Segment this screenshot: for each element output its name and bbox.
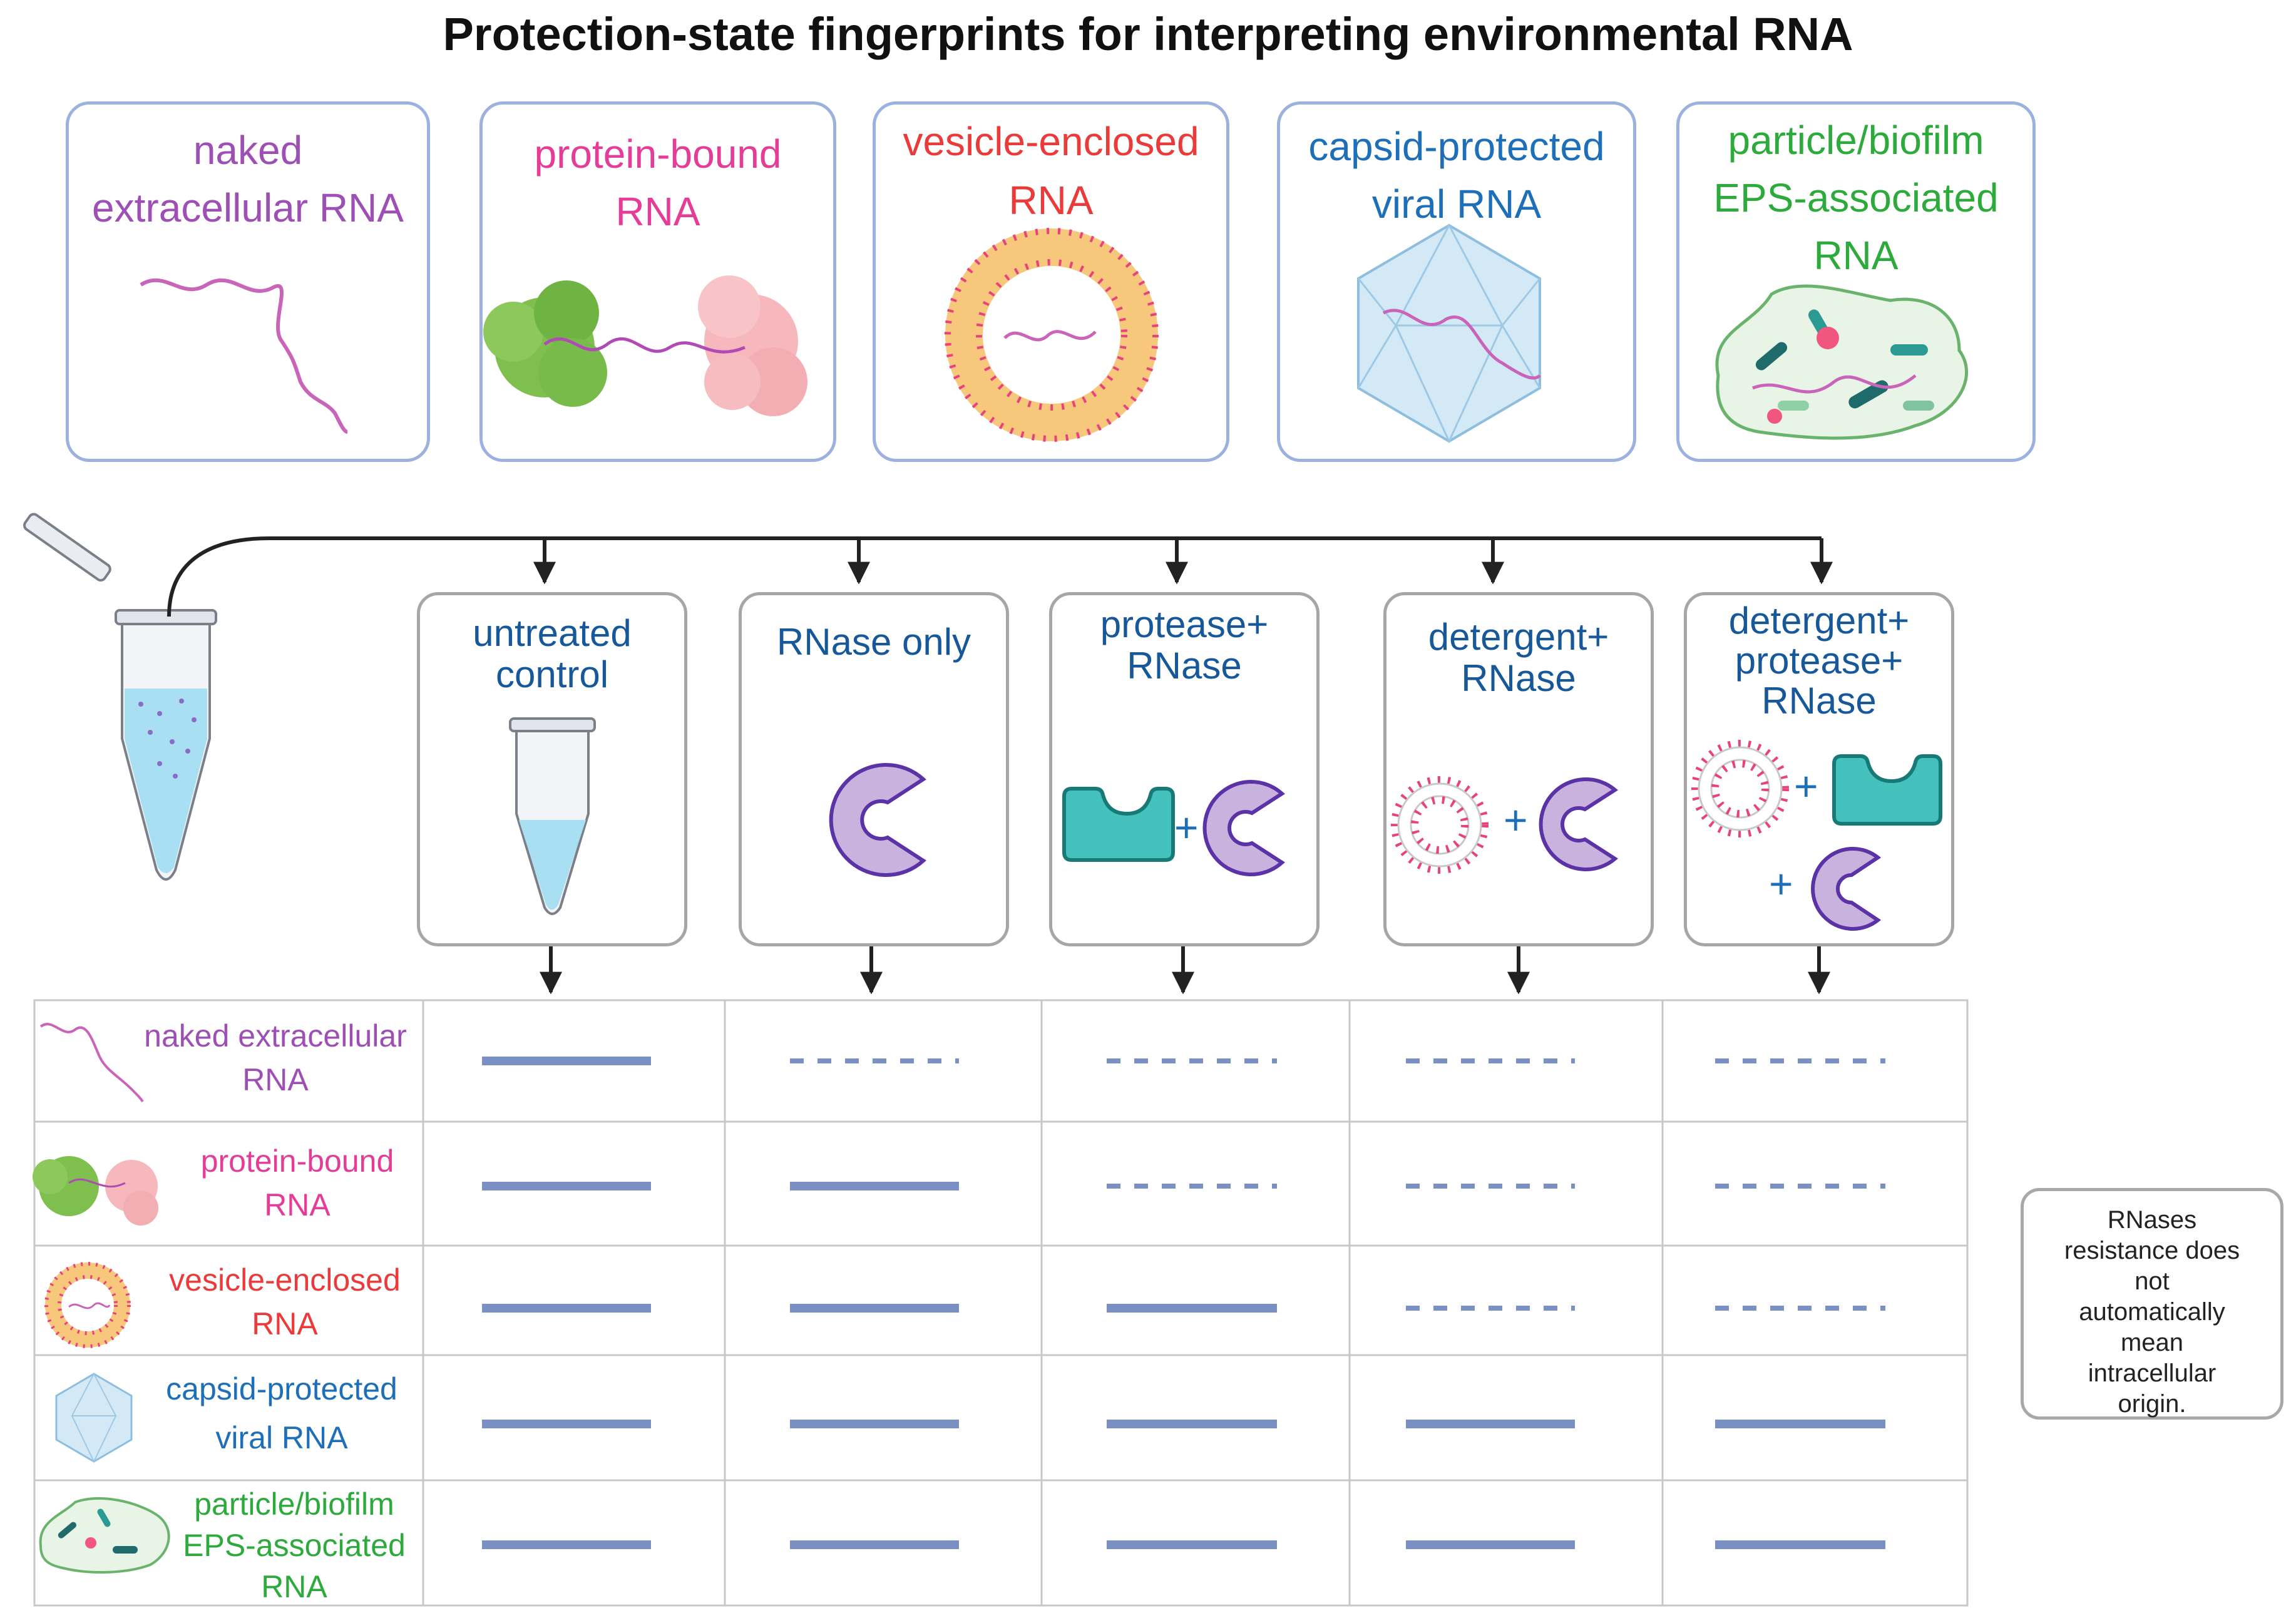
- note-box: RNases resistance does not automatically…: [2021, 1188, 2283, 1420]
- detergent-protease-rnase-icon: [1691, 740, 1942, 931]
- row-label-line2: viral RNA: [215, 1420, 348, 1455]
- row-label-line1: vesicle-enclosed: [169, 1262, 401, 1298]
- tube-icon: [509, 717, 596, 915]
- card-label-line1: capsid-protected: [1308, 124, 1605, 169]
- plus-sign: +: [1769, 861, 1793, 907]
- treatment-label-line1: detergent+: [1728, 600, 1910, 642]
- card-label-line1: protein-bound: [534, 131, 782, 177]
- row-label-line1: naked extracellular: [144, 1018, 407, 1053]
- row-icon-biofilm: [39, 1497, 170, 1574]
- plus-sign: +: [1504, 797, 1528, 843]
- treatment-detergent-rnase: detergent+ RNase: [1383, 592, 1654, 946]
- protease-rnase-icon: [1062, 780, 1285, 876]
- card-label-line2: RNA: [615, 189, 700, 234]
- note-line: not: [2135, 1267, 2170, 1295]
- note-line: mean: [2120, 1329, 2184, 1356]
- row-label-naked: naked extracellular RNA: [125, 1014, 426, 1102]
- rnase-icon: [829, 763, 926, 877]
- row-label-vesicle: vesicle-enclosed RNA: [150, 1258, 419, 1346]
- treatment-label-line1: detergent+: [1428, 616, 1609, 658]
- row-label-capsid: capsid-protected viral RNA: [150, 1365, 413, 1462]
- row-label-line1: capsid-protected: [166, 1371, 397, 1406]
- card-label-line1: vesicle-enclosed: [903, 119, 1199, 164]
- note-line: resistance does: [2064, 1237, 2240, 1264]
- treatment-label-line2: protease+: [1735, 640, 1904, 682]
- treatment-label-line2: RNase: [1461, 657, 1576, 699]
- row-icon-capsid: [55, 1373, 133, 1463]
- card-label-line2: RNA: [1008, 178, 1094, 223]
- row-label-line1: protein-bound: [200, 1144, 394, 1179]
- row-label-line1: particle/biofilm: [194, 1487, 394, 1522]
- rna-strand-icon: [140, 278, 348, 434]
- card-label-line3: RNA: [1813, 233, 1899, 278]
- branch-connector: [167, 536, 1822, 617]
- card-label-line2: extracellular RNA: [92, 185, 404, 230]
- band-marks: [482, 1057, 1885, 1549]
- row-icon-naked-rna: [39, 1023, 144, 1103]
- treatment-label-line1: RNase only: [776, 621, 971, 663]
- card-label-line2: EPS-associated: [1713, 175, 1999, 220]
- sample-tube-icon: [23, 513, 217, 881]
- row-label-biofilm: particle/biofilm EPS-associated RNA: [163, 1483, 426, 1607]
- row-label-line2: RNA: [264, 1187, 331, 1222]
- vesicle-icon: [945, 228, 1159, 442]
- arrows-to-treatments: [533, 538, 1833, 585]
- note-line: origin.: [2118, 1390, 2186, 1418]
- treatment-label-line1: protease+: [1100, 603, 1269, 645]
- row-label-protein: protein-bound RNA: [169, 1139, 426, 1227]
- results-table-grid: [33, 999, 1969, 1607]
- treatment-protease-rnase: protease+ RNase: [1049, 592, 1320, 946]
- rna-type-card-naked: naked extracellular RNA: [66, 101, 430, 462]
- row-label-line2: EPS-associated: [183, 1528, 406, 1563]
- biofilm-icon: [1715, 284, 1968, 440]
- row-icon-vesicle: [44, 1262, 131, 1348]
- treatment-label-line1: untreated: [473, 612, 632, 654]
- note-line: RNases: [2107, 1206, 2197, 1234]
- capsid-icon: [1357, 223, 1541, 444]
- row-label-line2: RNA: [242, 1062, 309, 1097]
- card-label-line1: naked: [193, 128, 303, 173]
- treatment-label-line2: RNase: [1127, 645, 1242, 687]
- row-icon-protein-bound: [33, 1156, 158, 1226]
- treatment-label-line3: RNase: [1761, 680, 1877, 722]
- page-title: Protection-state fingerprints for interp…: [443, 8, 1853, 60]
- card-label-line2: viral RNA: [1371, 182, 1542, 227]
- row-label-line3: RNA: [261, 1569, 327, 1604]
- note-line: automatically: [2079, 1298, 2225, 1326]
- arrows-to-table: [540, 946, 1830, 995]
- note-text: RNases resistance does not automatically…: [2024, 1205, 2280, 1420]
- card-label-line1: particle/biofilm: [1728, 118, 1984, 163]
- protein-complex-icon: [483, 275, 807, 416]
- row-label-line2: RNA: [252, 1306, 318, 1341]
- plus-sign: +: [1794, 763, 1818, 809]
- plus-sign: +: [1174, 804, 1199, 851]
- note-line: intracellular: [2088, 1359, 2217, 1387]
- treatment-label-line2: control: [495, 653, 609, 695]
- detergent-rnase-icon: [1391, 776, 1619, 874]
